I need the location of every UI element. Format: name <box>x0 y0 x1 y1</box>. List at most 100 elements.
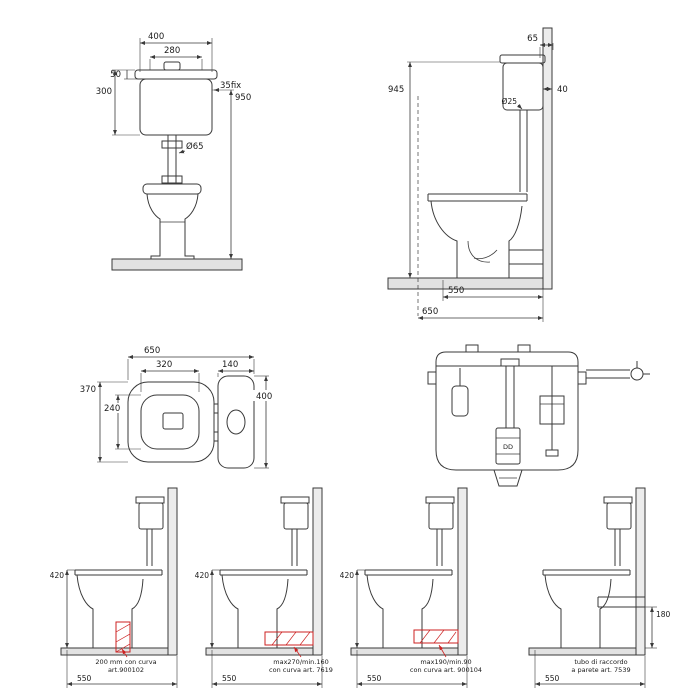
install-view-wall-outlet-900104: 420 550 max190/min.90 con curva art. 900… <box>340 487 482 688</box>
install-note-line2: con curva art. 900104 <box>410 666 482 674</box>
dim-label-side-550: 550 <box>448 286 464 296</box>
bowl-rear-profile <box>131 578 144 648</box>
dim-label-420: 420 <box>195 571 210 580</box>
dim-label-180: 180 <box>656 610 671 619</box>
bowl-rear-profile <box>599 578 612 648</box>
dim-label-front-35fix: 35fix <box>220 81 241 91</box>
label-backing <box>102 403 124 413</box>
wall <box>542 27 553 290</box>
dim-label-420: 420 <box>50 571 65 580</box>
dim-label-550: 550 <box>545 674 560 683</box>
note-arrow <box>121 648 128 658</box>
floor-slab <box>350 647 468 656</box>
stop-valve <box>630 367 644 381</box>
seat-outline <box>127 381 215 463</box>
install-note-line1: max270/min.160 <box>273 658 329 666</box>
dim-label-side-945: 945 <box>388 85 404 95</box>
side-view: 945 65 40 Ø25 550 650 <box>387 27 568 322</box>
mount-bracket <box>427 371 437 385</box>
cistern-body <box>502 62 544 111</box>
floor-slab <box>111 258 243 271</box>
lid-tab <box>517 344 531 353</box>
wall-drain-curve-highlight <box>264 631 314 646</box>
cistern-lid <box>499 54 546 64</box>
float-cup <box>539 395 565 425</box>
flush-canister <box>495 427 521 465</box>
wall <box>457 487 468 656</box>
dim-label-420: 420 <box>340 571 355 580</box>
dim-label-side-d25: Ø25 <box>502 97 518 106</box>
install-note-line2: a parete art. 7539 <box>571 666 630 674</box>
cistern-body <box>428 502 454 530</box>
dim-label-550: 550 <box>222 674 237 683</box>
pipe-coupling <box>161 140 183 149</box>
front-view: 400 280 50 300 35fix 950 Ø65 <box>96 32 251 271</box>
dim-label-side-650: 650 <box>422 307 438 317</box>
note-arrow <box>293 646 302 658</box>
label-backing <box>253 390 278 401</box>
dim-label-plan-370: 370 <box>80 385 96 395</box>
install-note-line1: tubo di raccordo <box>574 658 627 666</box>
cistern-plan <box>217 375 255 469</box>
dim-label-front-300: 300 <box>96 87 112 97</box>
bowl-opening <box>140 394 200 450</box>
cistern-lid <box>280 496 310 504</box>
floor-slab <box>387 277 544 290</box>
pipe-coupling <box>161 175 183 184</box>
overflow-cap <box>500 358 520 367</box>
trap-curve <box>467 240 491 263</box>
dim-label-front-50: 50 <box>110 70 121 80</box>
cistern-lid <box>134 69 218 80</box>
bowl-front-profile <box>544 574 562 648</box>
dim-label-front-280: 280 <box>164 46 180 56</box>
valve-base <box>545 449 559 457</box>
install-view-floor-outlet: 420 550 200 mm con curva art.900102 <box>50 487 178 688</box>
float <box>451 385 469 417</box>
dim-label-front-950: 950 <box>235 93 251 103</box>
cistern-internal-view: DD <box>427 344 650 487</box>
dim-label-plan-650: 650 <box>144 346 160 356</box>
wall-drain-curve-highlight <box>413 629 459 644</box>
dim-label-plan-400: 400 <box>256 392 272 402</box>
mount-bracket <box>577 371 587 385</box>
bowl-rear-profile <box>276 578 289 648</box>
cistern-body <box>138 502 164 530</box>
install-note-line2: art.900102 <box>108 666 144 674</box>
install-view-wall-outlet-7619: 420 550 max270/min.160 con curva art. 76… <box>195 487 333 688</box>
dim-label-side-65: 65 <box>527 34 538 44</box>
install-note-line2: con curva art. 7619 <box>269 666 333 674</box>
bowl-rim <box>142 183 202 195</box>
note-arrow <box>438 644 447 658</box>
trap-opening <box>162 412 184 430</box>
wall <box>167 487 178 656</box>
dim-label-plan-140: 140 <box>222 360 238 370</box>
cistern-lid <box>425 496 455 504</box>
install-note-line1: max190/min.90 <box>420 658 471 666</box>
dim-label-550: 550 <box>367 674 382 683</box>
hinge <box>213 431 219 442</box>
lid-tab <box>465 344 479 353</box>
bowl-front-profile <box>430 200 458 278</box>
plan-view: 650 320 140 370 240 400 <box>80 346 278 469</box>
cistern-body <box>606 502 632 530</box>
install-view-wall-pipe-7539: 180 550 tubo di raccordo a parete art. 7… <box>528 487 671 688</box>
bowl-rear-profile <box>508 205 523 278</box>
dim-label-front-400: 400 <box>148 32 164 42</box>
bowl-front-profile <box>76 574 94 648</box>
dim-label-side-40: 40 <box>557 85 568 95</box>
dim-label-plan-320: 320 <box>156 360 172 370</box>
floor-slab <box>205 647 323 656</box>
tank-body <box>435 351 579 471</box>
cistern-body <box>283 502 309 530</box>
flush-knob <box>163 61 181 71</box>
outlet-spigot <box>493 469 523 487</box>
bowl-front-profile <box>366 574 384 648</box>
dim-label-plan-240: 240 <box>104 404 120 414</box>
install-note-line1: 200 mm con curva <box>95 658 156 666</box>
floor-slab <box>528 647 646 656</box>
cistern-body <box>139 78 213 136</box>
hinge <box>213 403 219 414</box>
wall <box>635 487 646 656</box>
canister-marking: DD <box>503 443 513 451</box>
